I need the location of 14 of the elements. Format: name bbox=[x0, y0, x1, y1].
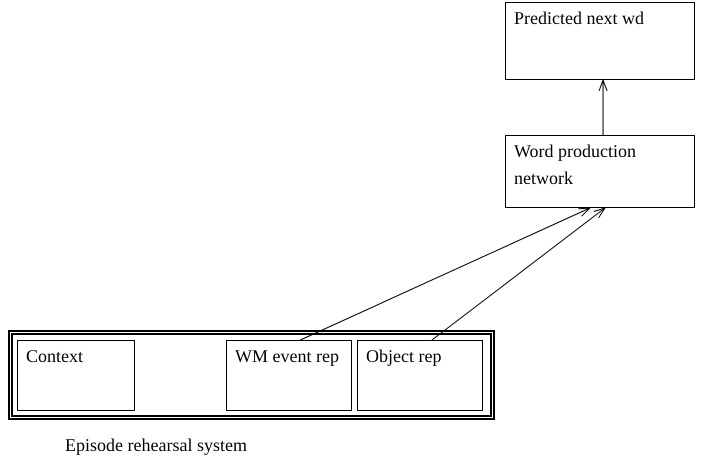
process-box bbox=[505, 135, 695, 208]
arrow bbox=[300, 208, 590, 340]
box-label: WM event rep bbox=[234, 345, 340, 368]
process-box bbox=[505, 2, 695, 80]
arrow bbox=[598, 80, 608, 136]
process-box bbox=[17, 340, 135, 411]
arrow bbox=[431, 208, 606, 340]
box-label: Predicted next wd bbox=[513, 7, 645, 30]
box-label: Context bbox=[25, 345, 84, 368]
box-label: Word production network bbox=[513, 140, 638, 190]
process-box bbox=[357, 340, 483, 411]
process-box bbox=[226, 340, 352, 411]
system-label: Episode rehearsal system bbox=[65, 434, 247, 457]
box-label: Object rep bbox=[365, 345, 442, 368]
